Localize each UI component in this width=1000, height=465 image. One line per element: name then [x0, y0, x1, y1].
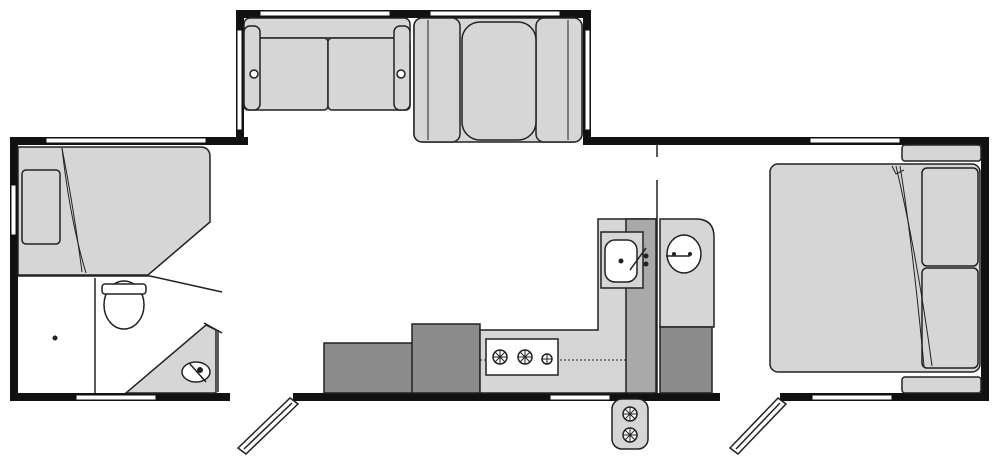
burner-icon — [541, 353, 553, 365]
left-bed — [17, 146, 211, 276]
slide-out-sofa — [243, 17, 411, 111]
refrigerator — [411, 323, 481, 394]
rear-bed — [769, 144, 982, 394]
pillow — [921, 167, 979, 267]
dinette-table — [461, 21, 537, 141]
entry-door-left[interactable] — [236, 397, 300, 455]
bathroom-vanity — [123, 324, 217, 394]
burner-icon — [492, 349, 508, 365]
burner-icon — [517, 349, 533, 365]
rear-vanity — [659, 218, 715, 394]
shower-drain-icon — [52, 335, 58, 341]
burner-icon — [622, 427, 638, 443]
pillow — [921, 267, 979, 369]
burner-icon — [622, 406, 638, 422]
outdoor-kitchen-hatch — [611, 398, 649, 450]
cabinet-left — [323, 342, 415, 394]
dinette — [413, 17, 583, 143]
kitchen — [323, 218, 657, 394]
windows — [10, 10, 901, 401]
left-bedroom-wall — [18, 275, 223, 293]
vanity-sink-icon — [666, 234, 702, 274]
entry-door-right[interactable] — [728, 397, 788, 455]
bathroom — [52, 278, 223, 394]
bathroom-sink-icon — [181, 361, 211, 383]
